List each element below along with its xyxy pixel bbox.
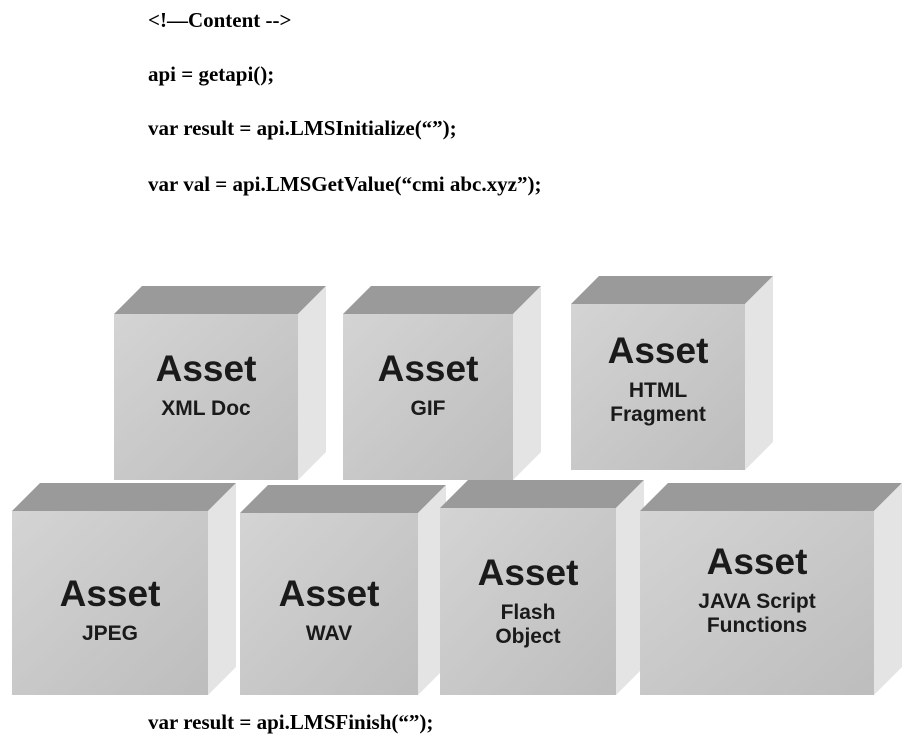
- box-top-face: [114, 286, 326, 314]
- box-front-face: [440, 508, 616, 695]
- box-side-face: [418, 485, 446, 695]
- asset-title: Asset: [706, 541, 808, 582]
- asset-title: Asset: [377, 348, 479, 389]
- box-top-face: [240, 485, 446, 513]
- box-side-face: [298, 286, 326, 480]
- box-top-face: [640, 483, 902, 511]
- asset-box-shape: [343, 286, 541, 480]
- code-line-content-comment: <!—Content -->: [148, 8, 292, 32]
- box-side-face: [208, 483, 236, 695]
- asset-type: HTML Fragment: [610, 378, 706, 426]
- asset-type: Flash Object: [495, 600, 561, 648]
- asset-type: JAVA Script Functions: [698, 589, 816, 637]
- box-side-face: [874, 483, 902, 695]
- asset-type: WAV: [305, 621, 353, 645]
- code-line-lms-finish: var result = api.LMSFinish(“”);: [148, 710, 434, 734]
- asset-title: Asset: [477, 552, 579, 593]
- box-top-face: [12, 483, 236, 511]
- box-top-face: [571, 276, 773, 304]
- box-front-face: [114, 314, 298, 480]
- asset-type: XML Doc: [161, 396, 251, 420]
- box-front-face: [571, 304, 745, 470]
- code-line-lms-getvalue: var val = api.LMSGetValue(“cmi abc.xyz”)…: [148, 172, 542, 196]
- box-side-face: [513, 286, 541, 480]
- asset-box-shape: [440, 480, 644, 695]
- asset-title: Asset: [155, 348, 257, 389]
- asset-type: GIF: [410, 396, 446, 420]
- asset-title: Asset: [278, 573, 380, 614]
- asset-box-shape: [114, 286, 326, 480]
- box-top-face: [343, 286, 541, 314]
- asset-box-shape: [240, 485, 446, 695]
- box-front-face: [343, 314, 513, 480]
- asset-box-shape: [12, 483, 236, 695]
- box-front-face: [12, 511, 208, 695]
- box-front-face: [640, 511, 874, 695]
- asset-box-shape: [640, 483, 902, 695]
- asset-title: Asset: [607, 330, 709, 371]
- box-side-face: [745, 276, 773, 470]
- box-top-face: [440, 480, 644, 508]
- asset-type: JPEG: [81, 621, 139, 645]
- code-line-lms-initialize: var result = api.LMSInitialize(“”);: [148, 116, 457, 140]
- code-line-getapi: api = getapi();: [148, 62, 275, 86]
- box-side-face: [616, 480, 644, 695]
- box-front-face: [240, 513, 418, 695]
- asset-title: Asset: [59, 573, 161, 614]
- asset-box-shape: [571, 276, 773, 470]
